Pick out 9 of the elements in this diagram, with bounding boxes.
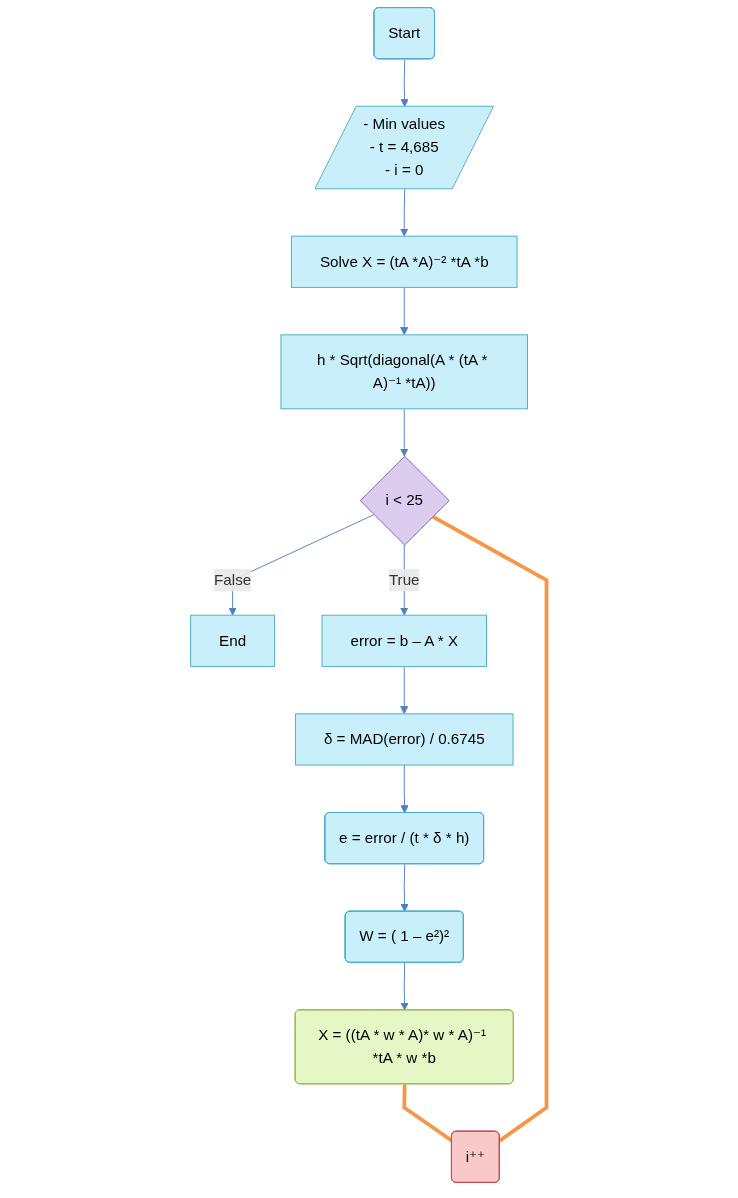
node-diamond: i < 25 bbox=[360, 455, 450, 546]
node-box: h * Sqrt(diagonal(A * (tA * A)⁻¹ *tA)) bbox=[280, 334, 529, 410]
connector bbox=[432, 514, 549, 1143]
node-box: End bbox=[190, 614, 276, 667]
edge-label: False bbox=[214, 571, 252, 588]
edge-label: True bbox=[389, 571, 420, 588]
node-box: Solve X = (tA *A)⁻² *tA *b bbox=[291, 235, 518, 288]
node-box: error = b – A * X bbox=[321, 614, 488, 667]
node-box: δ = MAD(error) / 0.6745 bbox=[295, 713, 514, 766]
